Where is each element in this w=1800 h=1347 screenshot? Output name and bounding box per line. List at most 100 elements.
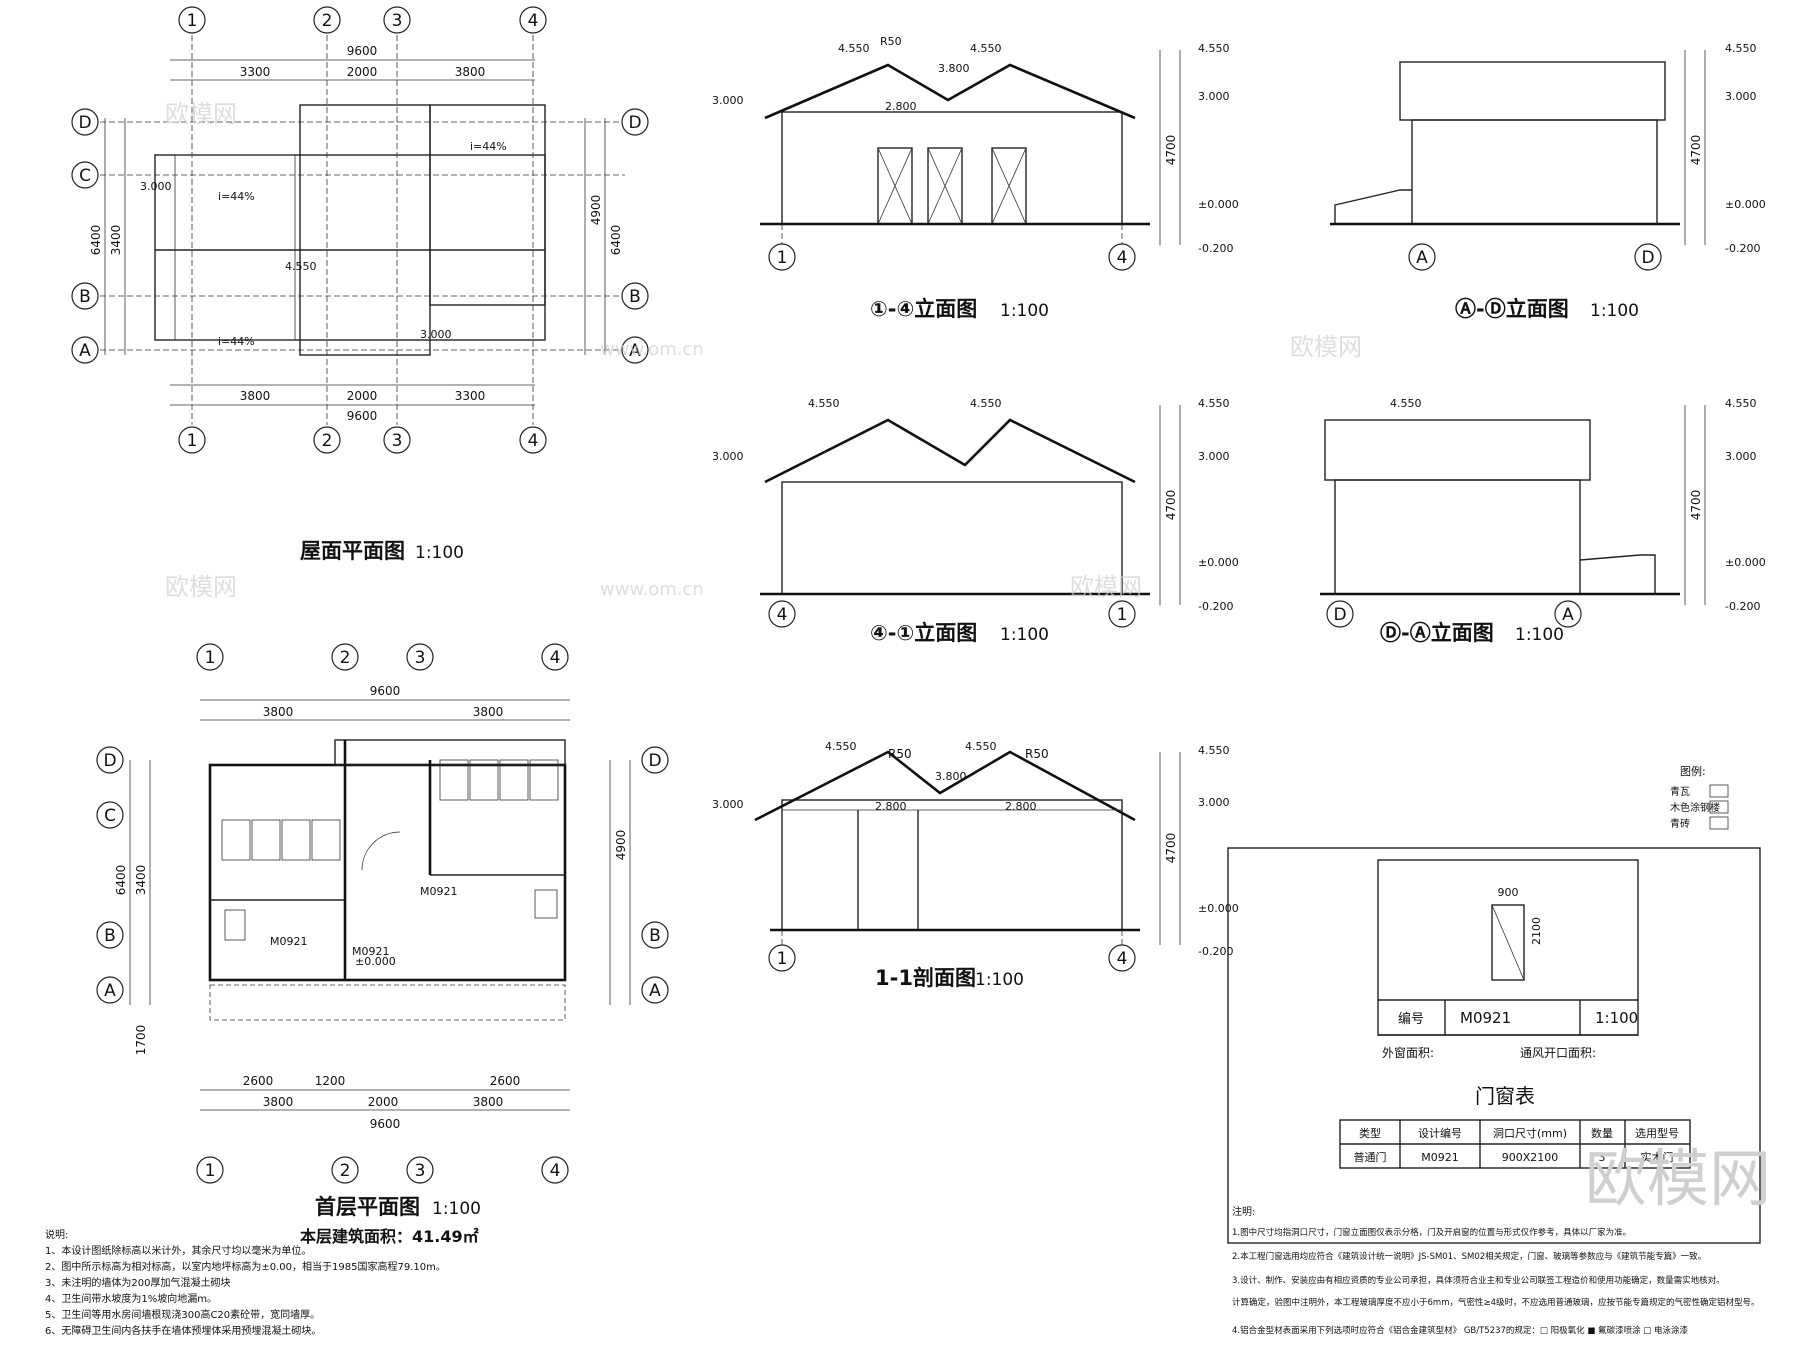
roof-plan-scale: 1:100 xyxy=(415,543,464,563)
elev-3000: 3.000 xyxy=(1725,90,1757,103)
grid-label-1: 1 xyxy=(205,1161,216,1181)
elev-3000: 3.000 xyxy=(712,94,744,107)
dim-4700: 4700 xyxy=(1164,490,1178,521)
dim-4700: 4700 xyxy=(1689,490,1703,521)
elev-m200: -0.200 xyxy=(1725,242,1760,255)
elev-4550: 4.550 xyxy=(1198,744,1230,757)
notes-left-line: 2、图中所示标高为相对标高，以室内地坪标高为±0.00，相当于1985国家高程7… xyxy=(45,1260,446,1273)
dim-3400: 3400 xyxy=(109,225,123,256)
elev-4550: 4.550 xyxy=(970,42,1002,55)
notes-right-line: 2.本工程门窗选用均应符合《建筑设计统一说明》JS-SM01、SM02相关规定，… xyxy=(1232,1251,1706,1262)
grid-label-2: 2 xyxy=(322,11,333,31)
grid-label-d: D xyxy=(1641,248,1654,268)
grid-label-c: C xyxy=(104,806,116,826)
area-window: 外窗面积: xyxy=(1382,1046,1434,1060)
th-size: 洞口尺寸(mm) xyxy=(1493,1126,1567,1140)
dim-2000: 2000 xyxy=(347,65,378,79)
elevation-a-d: A D 4700 4.550 3.000 ±0.000 -0.200 Ⓐ-Ⓓ立面… xyxy=(1330,42,1766,321)
roof-elev: 3.000 xyxy=(420,328,452,341)
dim-3800: 3800 xyxy=(473,705,504,719)
th-model: 选用型号 xyxy=(1635,1126,1679,1140)
dim-1200: 1200 xyxy=(315,1074,346,1088)
grid-label-1: 1 xyxy=(1117,605,1128,625)
code-label: 编号 xyxy=(1398,1012,1424,1027)
elev-4550: 4.550 xyxy=(970,397,1002,410)
elevation-d-a: D A 4700 4.550 3.000 ±0.000 -0.200 4.550… xyxy=(1320,397,1766,645)
dim-3800: 3800 xyxy=(240,389,271,403)
door-width: 900 xyxy=(1498,886,1519,899)
radius-label: R50 xyxy=(880,35,902,48)
door-table-panel: 900 2100 编号 M0921 1:100 外窗面积: 通风开口面积: 门窗… xyxy=(1227,847,1761,1244)
grid-label-d: D xyxy=(1333,605,1346,625)
dim-total: 9600 xyxy=(370,1117,401,1131)
dim-3800: 3800 xyxy=(263,1095,294,1109)
grid-label-a: A xyxy=(1562,605,1574,625)
elev-m200: -0.200 xyxy=(1725,600,1760,613)
roof-slope: i=44% xyxy=(470,140,507,153)
grid-label-a: A xyxy=(1416,248,1428,268)
grid-label-3: 3 xyxy=(415,1161,426,1181)
td-model: 实木门 xyxy=(1641,1150,1674,1164)
grid-label-c: C xyxy=(79,166,91,186)
dim-4900: 4900 xyxy=(614,830,628,861)
td-type: 普通门 xyxy=(1354,1150,1387,1164)
grid-label-a: A xyxy=(104,981,116,1001)
legend-item-tile: 青瓦 xyxy=(1670,785,1690,798)
watermark: 欧模网 xyxy=(1290,333,1362,361)
dim-2600: 2600 xyxy=(490,1074,521,1088)
watermark-logo: 欧模网 xyxy=(1585,1142,1771,1215)
watermark-site: www.om.cn xyxy=(600,339,704,360)
dim-total: 9600 xyxy=(370,684,401,698)
grid-label-1: 1 xyxy=(187,431,198,451)
elev-4-1-scale: 1:100 xyxy=(1000,625,1049,645)
radius-label: R50 xyxy=(1025,747,1049,761)
watermark: 欧模网 xyxy=(165,573,237,601)
area-vent: 通风开口面积: xyxy=(1520,1046,1596,1060)
dim-6400: 6400 xyxy=(89,225,103,256)
grid-label-3: 3 xyxy=(392,431,403,451)
elev-1-4-scale: 1:100 xyxy=(1000,301,1049,321)
door-height: 2100 xyxy=(1530,917,1543,945)
watermark: 欧模网 xyxy=(1070,573,1142,601)
elev-0: ±0.000 xyxy=(1725,556,1766,569)
grid-label-a: A xyxy=(629,341,641,361)
elev-4550: 4.550 xyxy=(1198,42,1230,55)
roof-plan: 1 2 3 4 1 2 3 4 D C B A D B A 9600 3300 … xyxy=(71,6,649,563)
elev-4550: 4.550 xyxy=(1390,397,1422,410)
legend-item-wood: 木色涂钢楼 xyxy=(1670,801,1720,814)
floor-area: 本层建筑面积：41.49㎡ xyxy=(300,1227,479,1246)
grid-label-2: 2 xyxy=(322,431,333,451)
grid-label-d: D xyxy=(103,751,116,771)
dim-2000: 2000 xyxy=(368,1095,399,1109)
notes-left-line: 1、本设计图纸除标高以米计外，其余尺寸均以毫米为单位。 xyxy=(45,1244,311,1257)
section-title: 1-1剖面图 xyxy=(875,966,976,990)
notes-right-line: 计算确定，验图中注明外，本工程玻璃厚度不应小于6mm，气密性≥4级时，不应选用普… xyxy=(1232,1297,1760,1308)
dim-6400: 6400 xyxy=(609,225,623,256)
grid-label-b: B xyxy=(104,926,116,946)
elev-1-4-title: ①-④立面图 xyxy=(870,297,977,321)
dim-3300: 3300 xyxy=(240,65,271,79)
door-tag: M0921 xyxy=(352,945,390,958)
notes-right-line: 3.设计、制作、安装应由有相应资质的专业公司承担，具体须符合业主和专业公司联签工… xyxy=(1232,1275,1725,1286)
legend-head: 图例: xyxy=(1680,764,1706,778)
dim-3800: 3800 xyxy=(455,65,486,79)
grid-label-a: A xyxy=(649,981,661,1001)
elev-4550: 4.550 xyxy=(965,740,997,753)
td-qty: 3 xyxy=(1599,1151,1606,1164)
notes-left-head: 说明: xyxy=(45,1228,68,1241)
legend-item-brick: 青砖 xyxy=(1670,817,1690,830)
elev-4550: 4.550 xyxy=(1198,397,1230,410)
th-type: 类型 xyxy=(1359,1126,1381,1140)
dim-4700: 4700 xyxy=(1689,135,1703,166)
dim-4700: 4700 xyxy=(1164,833,1178,864)
dim-2000: 2000 xyxy=(347,389,378,403)
grid-label-4: 4 xyxy=(528,11,539,31)
th-qty: 数量 xyxy=(1591,1127,1613,1140)
elev-3800: 3.800 xyxy=(935,770,967,783)
grid-label-1: 1 xyxy=(187,11,198,31)
grid-label-b: B xyxy=(629,287,641,307)
elev-3000: 3.000 xyxy=(1198,796,1230,809)
grid-label-d: D xyxy=(628,113,641,133)
td-code: M0921 xyxy=(1421,1151,1459,1164)
